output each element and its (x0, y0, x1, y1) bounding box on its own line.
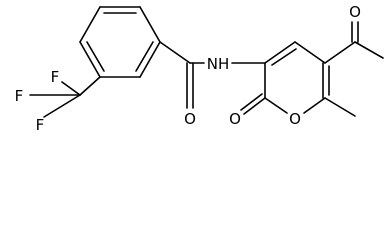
bond-pyranone-c3-c4 (264, 41, 296, 64)
bond-benzene-2 (139, 6, 161, 43)
acetyl-oxygen-label: O (349, 3, 361, 21)
fluorine-top-label: F (51, 68, 60, 86)
bond-lactone-carbonyl-a (243, 97, 266, 115)
bond-benzene-5 (79, 41, 101, 78)
bond-benzene-3 (139, 41, 161, 78)
lactone-carbonyl-oxygen-label: O (229, 110, 241, 128)
bond-pyranone-c3-c4-inner (271, 48, 297, 66)
bonds (29, 6, 384, 118)
atom-labels: F F F O NH O O O (15, 3, 361, 134)
ring-oxygen-label: O (289, 110, 301, 128)
amide-nitrogen-label: NH (207, 55, 230, 73)
bond-benzene-5-inner (86, 41, 105, 72)
bond-pyranone-c4-c5 (294, 41, 326, 64)
bond-benzene-3-inner (135, 41, 154, 72)
bond-ring-to-carbonyl (159, 41, 191, 64)
bond-ring-to-cf3 (79, 76, 101, 96)
bond-methyl (324, 97, 356, 117)
amide-oxygen-label: O (184, 110, 196, 128)
bond-acetyl-methyl (354, 41, 384, 59)
bond-pyranone-o-c2 (264, 97, 288, 114)
bond-benzene-6 (79, 6, 101, 43)
bond-c-f-top (61, 81, 81, 96)
bond-pyranone-c6-o (303, 97, 326, 114)
bond-c-f-bottom (43, 94, 81, 118)
bond-ring-to-acetyl (324, 41, 356, 64)
fluorine-bottom-label: F (36, 116, 45, 134)
fluorine-left-label: F (15, 87, 24, 105)
bond-lactone-carbonyl-b (240, 93, 263, 111)
molecule-structure: F F F O NH O O O (15, 3, 384, 134)
